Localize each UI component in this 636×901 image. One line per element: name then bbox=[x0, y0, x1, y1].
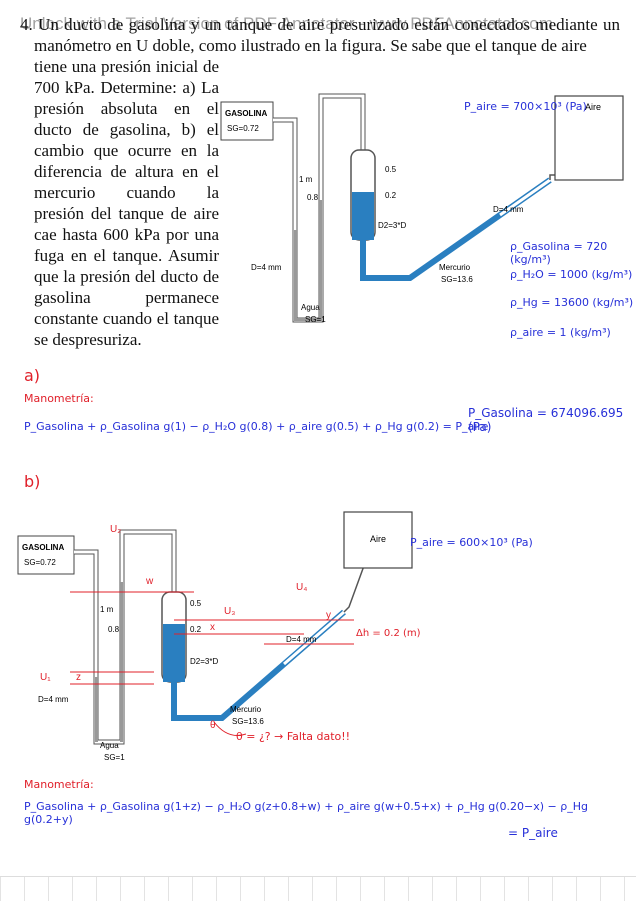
fig2-d2: D2=3*D bbox=[190, 657, 218, 666]
fig1-dim-05: 0.5 bbox=[385, 165, 397, 174]
fig1-p-aire-note: P_aire = 700×10³ (Pa) bbox=[464, 100, 587, 113]
part-b-dh: Δh = 0.2 (m) bbox=[356, 628, 421, 639]
fig1-rho-w: ρ_H₂O = 1000 (kg/m³) bbox=[510, 268, 633, 281]
fig1-dim-1m: 1 m bbox=[299, 175, 313, 184]
fig2-sg-gas: SG=0.72 bbox=[24, 558, 56, 567]
part-a-result: P_Gasolina = 674096.695 (Pa) bbox=[468, 406, 624, 434]
fig2-sg-hg: SG=13.6 bbox=[232, 717, 264, 726]
fig1-rho-gas: ρ_Gasolina = 720 (kg/m³) bbox=[510, 240, 608, 266]
part-a-title: Manometría: bbox=[24, 392, 94, 405]
fig2-u3: U₃ bbox=[224, 606, 235, 617]
fig2-w: w bbox=[145, 576, 154, 587]
fig2-sg-w: SG=1 bbox=[104, 753, 125, 762]
problem-first-line: 4. Un ducto de gasolina y un tanque de a… bbox=[20, 15, 620, 55]
figure-2-manometer: GASOLINA SG=0.72 Aire 1 m 0.8 0.5 0.2 D2… bbox=[17, 511, 413, 762]
fig2-aire-label: Aire bbox=[370, 534, 386, 544]
fig1-d2: D2=3*D bbox=[378, 221, 406, 230]
fig1-sg-gas: SG=0.72 bbox=[227, 124, 259, 133]
fig2-gasolina-label: GASOLINA bbox=[22, 543, 64, 552]
fig1-dim-08: 0.8 bbox=[307, 193, 319, 202]
problem-statement: 4. Un ducto de gasolina y un tanque de a… bbox=[20, 14, 620, 350]
fig1-gasolina-label: GASOLINA bbox=[225, 109, 267, 118]
fig2-u4: U₄ bbox=[296, 582, 307, 593]
fig2-mercurio: Mercurio bbox=[230, 705, 262, 714]
fig2-theta: θ bbox=[210, 720, 216, 731]
fig2-agua: Agua bbox=[100, 741, 119, 750]
fig2-x: x bbox=[210, 622, 215, 633]
fig2-u1: U₁ bbox=[40, 672, 51, 683]
part-b-label: b) bbox=[24, 472, 41, 491]
part-b-equation: P_Gasolina + ρ_Gasolina g(1+z) − ρ_H₂O g… bbox=[24, 800, 588, 826]
part-b-p-aire: P_aire = 600×10³ (Pa) bbox=[410, 536, 533, 549]
fig1-agua: Agua bbox=[301, 303, 320, 312]
fig2-dim-02: 0.2 bbox=[190, 625, 202, 634]
fig1-d4-right: D=4 mm bbox=[493, 205, 524, 214]
part-b-title: Manometría: bbox=[24, 778, 94, 791]
fig2-d4-right: D=4 mm bbox=[286, 635, 317, 644]
part-a-label: a) bbox=[24, 366, 41, 385]
fig2-dim-08: 0.8 bbox=[108, 625, 120, 634]
part-b-theta-note: θ = ¿? → Falta dato!! bbox=[236, 730, 351, 743]
part-a-equation: P_Gasolina + ρ_Gasolina g(1) − ρ_H₂O g(0… bbox=[24, 420, 489, 433]
problem-wrapped-text: tiene una presión inicial de 700 kPa. De… bbox=[34, 57, 219, 349]
fig2-u2: U₂ bbox=[110, 524, 121, 535]
page-footer-grid bbox=[0, 876, 636, 901]
fig2-d4-left: D=4 mm bbox=[38, 695, 69, 704]
fig2-dim-1m: 1 m bbox=[100, 605, 114, 614]
fig1-rho-hg: ρ_Hg = 13600 (kg/m³) bbox=[510, 296, 634, 309]
fig2-dim-05: 0.5 bbox=[190, 599, 202, 608]
fig1-sg-w: SG=1 bbox=[305, 315, 326, 324]
figure-1-manometer: GASOLINA SG=0.72 Aire 1 m 0.8 0.5 0.2 D2… bbox=[220, 93, 624, 324]
fig2-z: z bbox=[76, 672, 81, 683]
fig1-dim-02: 0.2 bbox=[385, 191, 397, 200]
part-b-equals: = P_aire bbox=[508, 826, 558, 840]
fig1-aire-label: Aire bbox=[585, 102, 601, 112]
fig1-mercurio: Mercurio bbox=[439, 263, 471, 272]
watermark: Unlock with a Trial Version of PDF Annot… bbox=[20, 14, 553, 33]
fig1-rho-aire: ρ_aire = 1 (kg/m³) bbox=[510, 326, 611, 339]
fig1-sg-hg: SG=13.6 bbox=[441, 275, 473, 284]
fig1-d4-left: D=4 mm bbox=[251, 263, 282, 272]
fig2-y: y bbox=[326, 610, 331, 621]
